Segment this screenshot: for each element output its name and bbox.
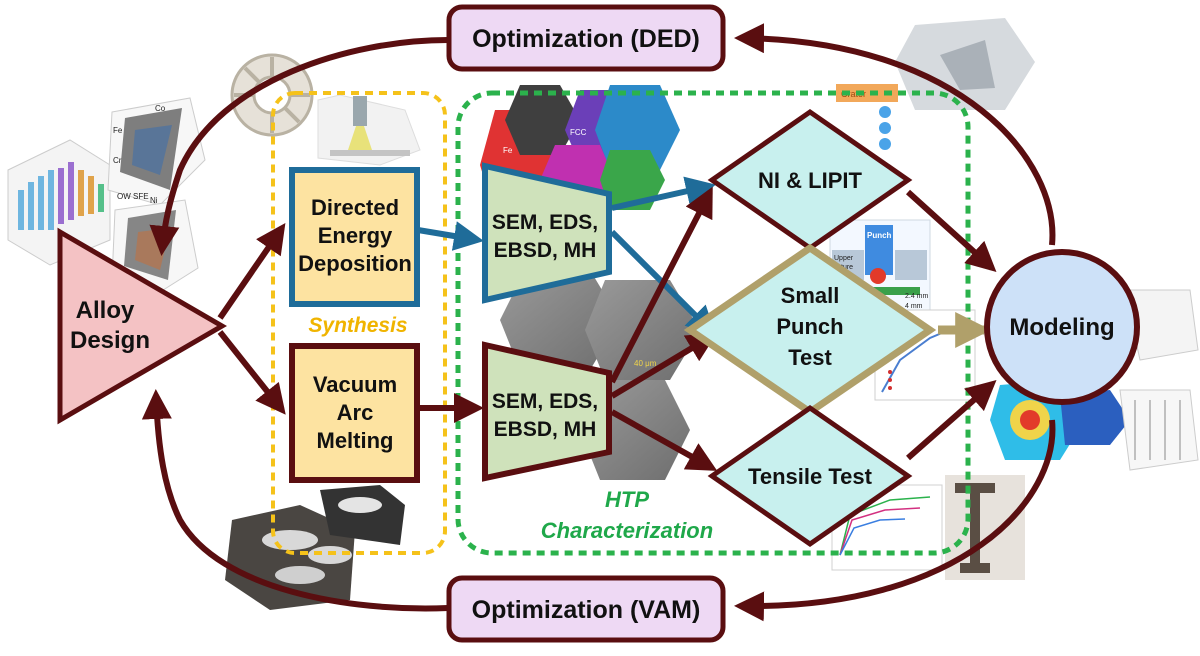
ebsd-label-fcc: FCC bbox=[570, 128, 587, 137]
sem-bottom-node: SEM, EDS, EBSD, MH bbox=[482, 341, 612, 482]
vam-box: Vacuum Arc Melting bbox=[289, 343, 420, 483]
crater-label: Crater bbox=[841, 89, 866, 99]
ded-line3: Deposition bbox=[298, 251, 412, 276]
ded-line2: Energy bbox=[318, 223, 393, 248]
label-fe: Fe bbox=[113, 126, 123, 135]
small-punch-line1: Small bbox=[781, 283, 840, 308]
synthesis-frame bbox=[271, 91, 447, 555]
punch-label: Punch bbox=[867, 231, 892, 240]
fe-simulation-images bbox=[990, 289, 1199, 471]
label-cr: Cr bbox=[113, 156, 122, 165]
ni-lipit-label: NI & LIPIT bbox=[758, 168, 862, 193]
label-low-sfe: OW SFE bbox=[117, 192, 149, 201]
flow-arrows bbox=[217, 176, 997, 471]
dim-24-label: 2.4 mm bbox=[905, 293, 929, 300]
small-punch-line3: Test bbox=[788, 345, 832, 370]
synthesis-label: Synthesis bbox=[308, 314, 407, 337]
sem-bottom-line2: EBSD, MH bbox=[494, 418, 597, 441]
ebsd-label-fe: Fe bbox=[503, 146, 513, 155]
sem-top-line2: EBSD, MH bbox=[494, 239, 597, 262]
upper-fixture-label-1: Upper bbox=[834, 255, 854, 262]
ni-lipit-node: NI & LIPIT bbox=[707, 108, 913, 252]
sem-top-line1: SEM, EDS, bbox=[492, 211, 598, 234]
tensile-test-node: Tensile Test bbox=[707, 404, 913, 548]
label-co: Co bbox=[155, 104, 166, 113]
optimization-ded-label: Optimization (DED) bbox=[472, 25, 700, 53]
crater-image: Crater bbox=[836, 18, 1035, 150]
htp-label-line1: HTP bbox=[605, 487, 649, 512]
vam-line2: Arc bbox=[337, 400, 374, 425]
dim-4-label: 4 mm bbox=[905, 303, 923, 310]
label-ni: Ni bbox=[150, 196, 158, 205]
small-punch-node: Small Punch Test bbox=[683, 243, 937, 417]
htp-label-line2: Characterization bbox=[541, 518, 713, 543]
alloy-design-line1: Alloy bbox=[76, 297, 135, 324]
vam-ingot-image bbox=[225, 485, 405, 610]
sem-top-node: SEM, EDS, EBSD, MH bbox=[482, 162, 612, 304]
alloy-design-line2: Design bbox=[70, 327, 150, 354]
ded-line1: Directed bbox=[311, 195, 399, 220]
ded-nozzle-image bbox=[317, 94, 421, 166]
sem-bottom-line1: SEM, EDS, bbox=[492, 390, 598, 413]
tensile-specimen-image bbox=[945, 475, 1025, 580]
scale-label-40um: 40 μm bbox=[634, 359, 657, 368]
vam-line3: Melting bbox=[317, 428, 394, 453]
tensile-test-label: Tensile Test bbox=[748, 464, 873, 489]
alloy-design-node: Alloy Design bbox=[57, 227, 227, 425]
feedback-arrows bbox=[141, 23, 1056, 622]
optimization-vam-label: Optimization (VAM) bbox=[472, 596, 701, 624]
alloy-3d-bar-image bbox=[7, 139, 111, 266]
modeling-label: Modeling bbox=[1009, 314, 1114, 341]
small-punch-line2: Punch bbox=[776, 314, 843, 339]
ternary-diagram-image: Co Fe Cr Ni OW SFE bbox=[107, 97, 206, 293]
optimization-ded-box: Optimization (DED) bbox=[446, 4, 726, 72]
modeling-node: Modeling bbox=[984, 249, 1140, 405]
optimization-vam-box: Optimization (VAM) bbox=[446, 575, 726, 643]
ded-box: Directed Energy Deposition bbox=[289, 167, 420, 307]
vam-line1: Vacuum bbox=[313, 372, 397, 397]
